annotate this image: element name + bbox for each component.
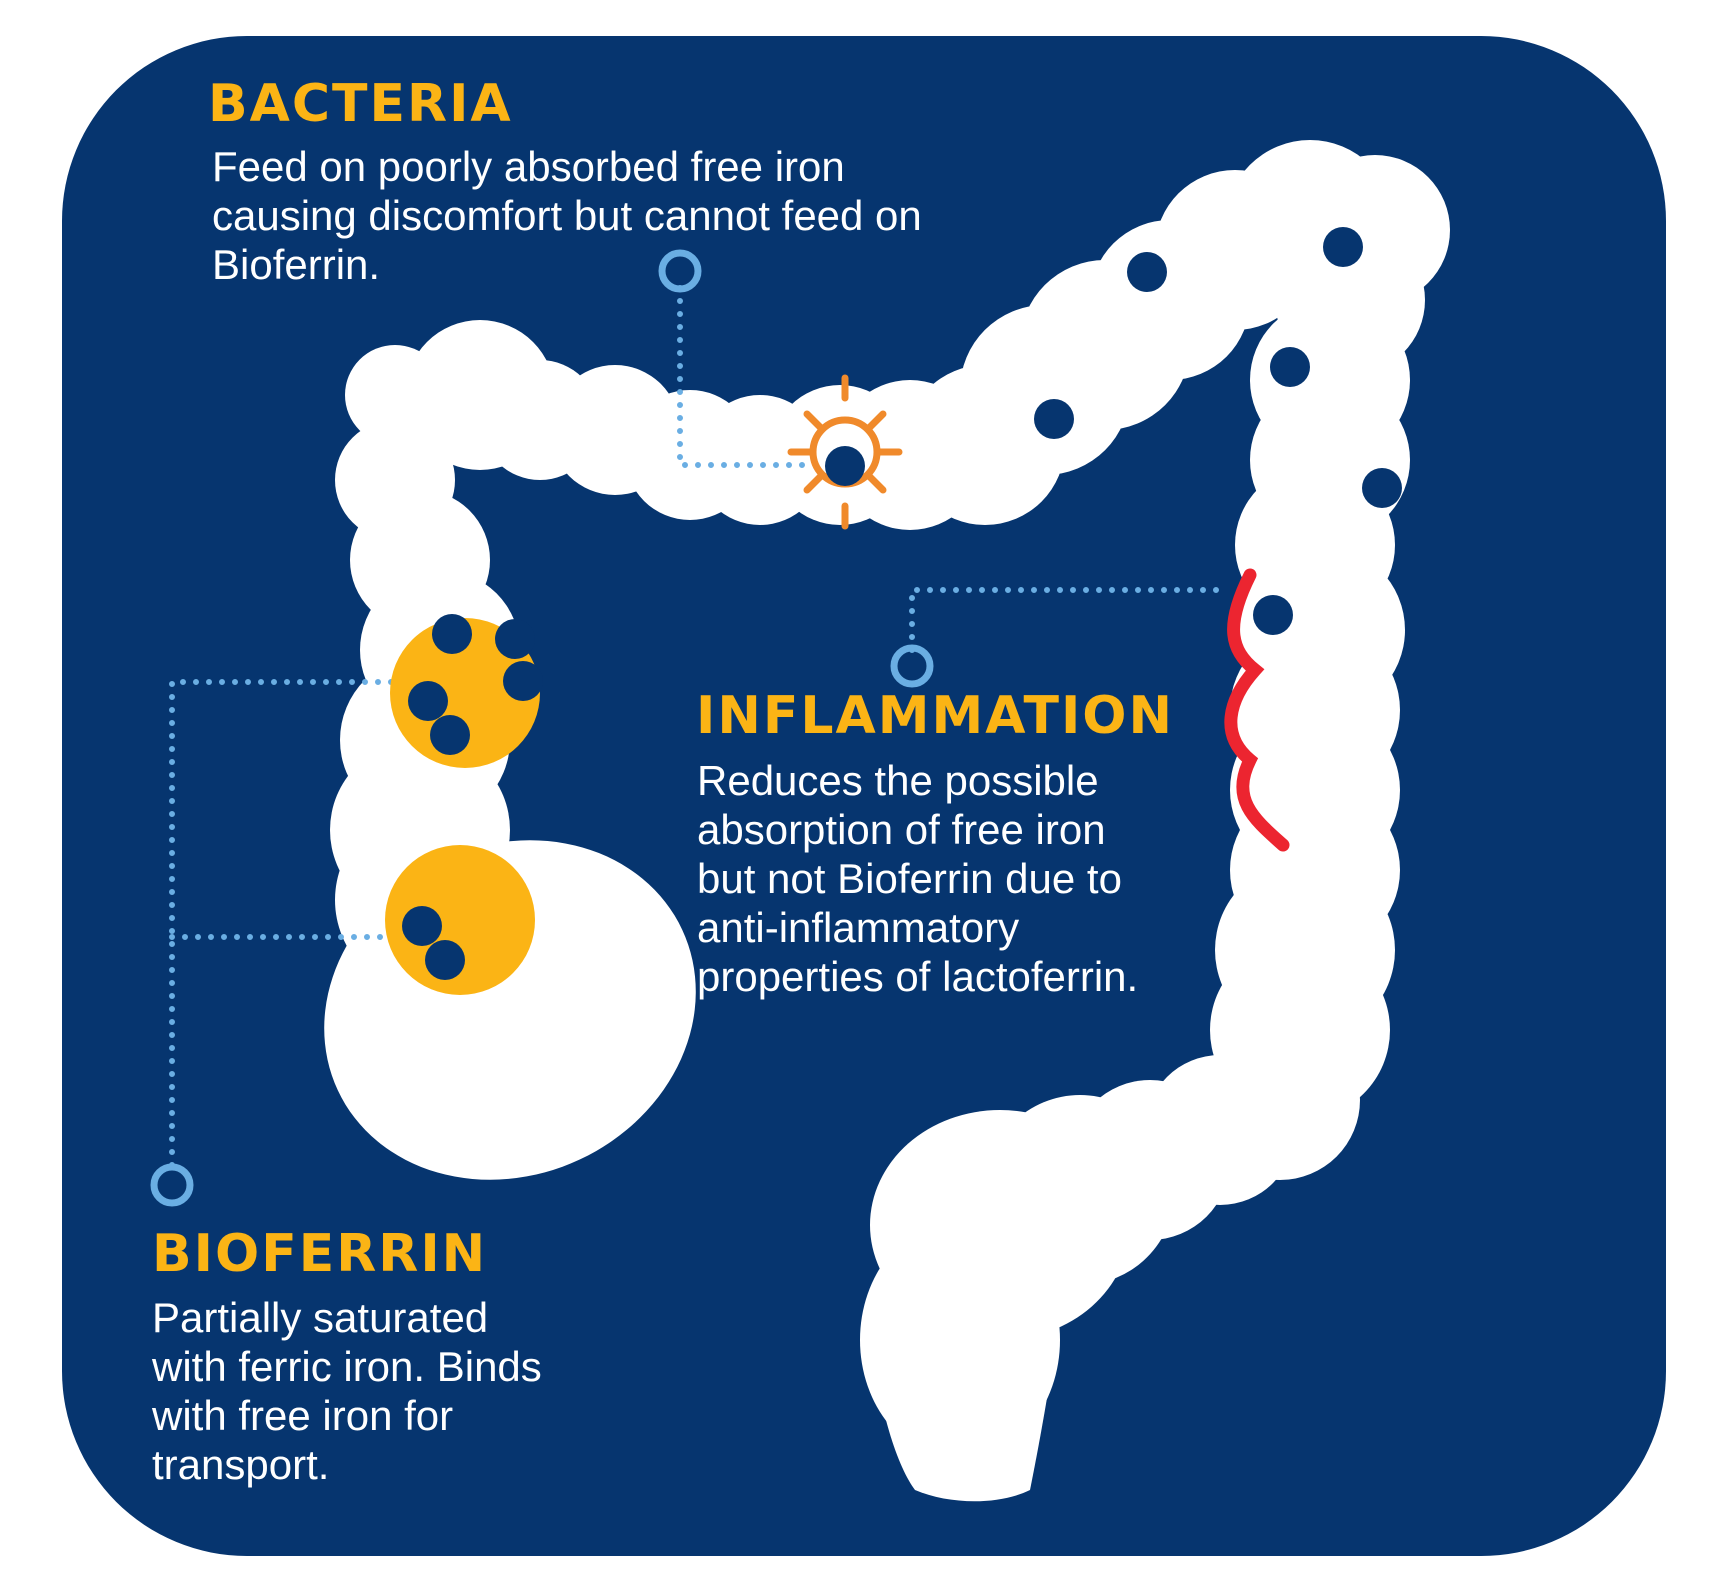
inflammation-heading: INFLAMMATION [696, 686, 1175, 746]
connector-ring-icon [150, 1163, 194, 1207]
iron-dots [402, 227, 1402, 980]
iron-dot-icon [1034, 399, 1074, 439]
inflammation-line: absorption of free iron [697, 806, 1106, 853]
bacteria-icon [787, 374, 903, 530]
iron-dot-icon [402, 906, 442, 946]
iron-dot-icon [425, 940, 465, 980]
bacteria-line: Bioferrin. [212, 241, 381, 288]
bacteria-line: causing discomfort but cannot feed on [212, 192, 922, 239]
connector-rings [150, 249, 934, 1207]
inflammation-line: anti-inflammatory [697, 904, 1020, 951]
iron-dot-icon [408, 681, 448, 721]
bioferrin-line: with free iron for [152, 1392, 454, 1439]
iron-dot-icon [1270, 347, 1310, 387]
bioferrin-line: transport. [152, 1441, 330, 1488]
iron-dot-icon [1127, 252, 1167, 292]
bioferrin-particle-icon [390, 618, 540, 768]
iron-dot-icon [1323, 227, 1363, 267]
bacteria-line: Feed on poorly absorbed free iron [212, 143, 845, 190]
connector-ring-icon [890, 644, 934, 688]
inflammation-line: but not Bioferrin due to [697, 855, 1122, 902]
iron-dot-icon [430, 715, 470, 755]
bacteria-core [825, 446, 865, 486]
bioferrin-line: Partially saturated [152, 1294, 489, 1341]
colon-illustration [324, 140, 1450, 1502]
bioferrin-heading: BIOFERRIN [152, 1224, 488, 1284]
bioferrin-description: Partially saturated with ferric iron. Bi… [152, 1293, 542, 1489]
inflammation-line: Reduces the possible [697, 757, 1099, 804]
iron-dot-icon [503, 661, 543, 701]
bacteria-heading: BACTERIA [208, 74, 513, 134]
iron-dot-icon [1253, 595, 1293, 635]
inflammation-line: properties of lactoferrin. [697, 953, 1139, 1000]
iron-dot-icon [495, 619, 535, 659]
inflammation-marker-icon [1224, 568, 1290, 852]
bioferrin-particle-icon [385, 845, 535, 995]
iron-dot-icon [432, 614, 472, 654]
iron-dot-icon [1362, 468, 1402, 508]
bioferrin-connector [169, 679, 395, 1168]
bacteria-description: Feed on poorly absorbed free iron causin… [212, 142, 922, 289]
bioferrin-line: with ferric iron. Binds [152, 1343, 542, 1390]
connector-lines [169, 285, 1225, 1168]
bacteria-connector [677, 285, 808, 468]
connector-ring-icon [658, 249, 702, 293]
inflammation-description: Reduces the possible absorption of free … [697, 756, 1138, 1001]
